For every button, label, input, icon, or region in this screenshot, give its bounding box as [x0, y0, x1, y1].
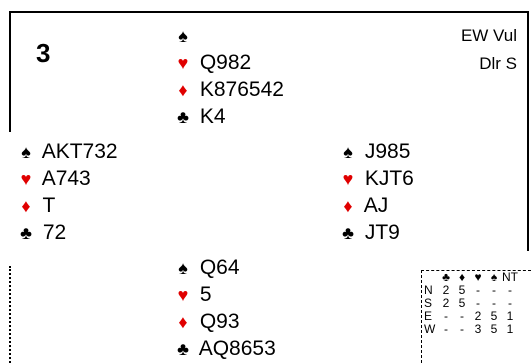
- dd-row: N 2 5 - - -: [422, 284, 531, 297]
- north-hand: ♠ ♥ Q982 ♦ K876542 ♣ K4: [172, 22, 284, 130]
- heart-icon: ♥: [177, 285, 189, 305]
- dd-value: -: [476, 283, 480, 297]
- dd-value: 3: [474, 322, 482, 336]
- deal-frame: [9, 11, 529, 251]
- east-diamonds-line: ♦ AJ: [337, 192, 414, 219]
- dd-value: -: [444, 322, 448, 336]
- dd-header-diamonds: ♦: [458, 270, 466, 284]
- west-diamonds-line: ♦ T: [15, 192, 118, 219]
- west-diamonds-cards: T: [42, 194, 56, 217]
- east-spades-line: ♠ J985: [337, 138, 414, 165]
- south-spades-cards: Q64: [199, 256, 240, 279]
- west-hand: ♠ AKT732 ♥ A743 ♦ T ♣ 72: [15, 138, 118, 246]
- east-clubs-line: ♣ JT9: [337, 219, 414, 246]
- spade-icon: ♠: [343, 142, 353, 162]
- dd-value: 2: [442, 296, 450, 310]
- dd-header-clubs: ♣: [442, 270, 450, 284]
- vulnerability-label: EW Vul: [460, 26, 517, 45]
- east-hearts-line: ♥ KJT6: [337, 165, 414, 192]
- dd-seat: S: [424, 296, 433, 310]
- dd-header-hearts: ♥: [474, 270, 482, 284]
- south-diamonds-line: ♦ Q93: [172, 308, 276, 335]
- lower-frame-dotted-edge: [9, 266, 11, 363]
- north-hearts-cards: Q982: [199, 51, 252, 74]
- south-diamonds-cards: Q93: [199, 310, 240, 333]
- east-diamonds-cards: AJ: [363, 194, 389, 217]
- dd-value: 1: [506, 309, 514, 323]
- dd-seat: W: [424, 322, 436, 336]
- spade-icon: ♠: [178, 26, 188, 46]
- dd-value: 5: [490, 309, 498, 323]
- north-hearts-line: ♥ Q982: [172, 49, 284, 76]
- club-icon: ♣: [177, 107, 189, 127]
- west-spades-line: ♠ AKT732: [15, 138, 118, 165]
- dd-header-row: ♣ ♦ ♥ ♠ NT: [422, 271, 531, 284]
- dd-value: 2: [474, 309, 482, 323]
- dd-value: -: [460, 309, 464, 323]
- north-clubs-cards: K4: [199, 105, 226, 128]
- spade-icon: ♠: [21, 142, 31, 162]
- diamond-icon: ♦: [343, 196, 353, 216]
- dd-value: -: [508, 283, 512, 297]
- west-hearts-line: ♥ A743: [15, 165, 118, 192]
- club-icon: ♣: [342, 223, 354, 243]
- dd-row: E - - 2 5 1: [422, 310, 531, 323]
- dealer-label: Dlr S: [479, 54, 517, 73]
- dd-header-spades: ♠: [490, 270, 498, 284]
- dd-row: W - - 3 5 1: [422, 323, 531, 336]
- east-spades-cards: J985: [364, 140, 411, 163]
- dd-value: -: [476, 296, 480, 310]
- south-hearts-cards: 5: [199, 283, 212, 306]
- dd-row: S 2 5 - - -: [422, 297, 531, 310]
- south-hearts-line: ♥ 5: [172, 281, 276, 308]
- south-clubs-line: ♣ AQ8653: [172, 335, 276, 362]
- west-clubs-line: ♣ 72: [15, 219, 118, 246]
- club-icon: ♣: [20, 223, 32, 243]
- dd-value: 5: [458, 296, 466, 310]
- east-hand: ♠ J985 ♥ KJT6 ♦ AJ ♣ JT9: [337, 138, 414, 246]
- heart-icon: ♥: [177, 53, 189, 73]
- north-clubs-line: ♣ K4: [172, 103, 284, 130]
- east-clubs-cards: JT9: [364, 221, 400, 244]
- spade-icon: ♠: [178, 258, 188, 278]
- west-clubs-cards: 72: [42, 221, 67, 244]
- dd-value: -: [460, 322, 464, 336]
- dd-value: 5: [490, 322, 498, 336]
- heart-icon: ♥: [20, 169, 32, 189]
- south-hand: ♠ Q64 ♥ 5 ♦ Q93 ♣ AQ8653: [172, 254, 276, 362]
- heart-icon: ♥: [342, 169, 354, 189]
- dd-seat: E: [424, 309, 433, 323]
- north-diamonds-line: ♦ K876542: [172, 76, 284, 103]
- north-diamonds-cards: K876542: [199, 78, 284, 101]
- dd-value: 1: [506, 322, 514, 336]
- diamond-icon: ♦: [178, 80, 188, 100]
- diamond-icon: ♦: [21, 196, 31, 216]
- board-number: 3: [36, 38, 51, 68]
- south-clubs-cards: AQ8653: [198, 337, 276, 360]
- east-hearts-cards: KJT6: [364, 167, 414, 190]
- deal-frame-left-edge: [9, 11, 11, 132]
- double-dummy-table: ♣ ♦ ♥ ♠ NT N 2 5 - - - S 2 5 - - - E - -…: [421, 270, 531, 363]
- dd-seat: N: [424, 283, 433, 297]
- north-spades-line: ♠: [172, 22, 284, 49]
- west-spades-cards: AKT732: [41, 140, 118, 163]
- dd-value: 2: [442, 283, 450, 297]
- diamond-icon: ♦: [178, 312, 188, 332]
- dd-value: -: [508, 296, 512, 310]
- dd-value: -: [444, 309, 448, 323]
- south-spades-line: ♠ Q64: [172, 254, 276, 281]
- dd-value: 5: [458, 283, 466, 297]
- club-icon: ♣: [177, 339, 189, 359]
- west-hearts-cards: A743: [41, 167, 91, 190]
- dd-value: -: [492, 296, 496, 310]
- dd-header-notrump: NT: [502, 270, 518, 284]
- dd-value: -: [492, 283, 496, 297]
